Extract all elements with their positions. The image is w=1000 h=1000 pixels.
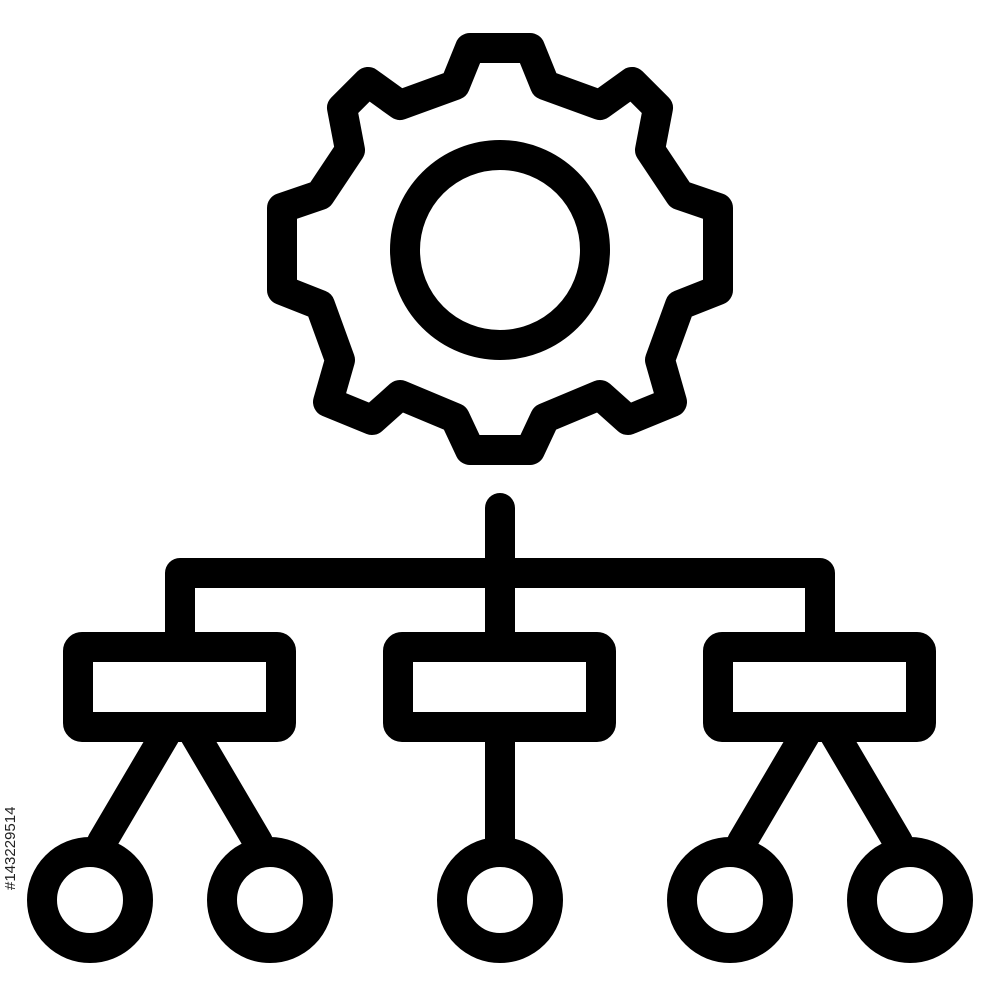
box-right (703, 632, 936, 742)
leaf-circle-5 (847, 837, 973, 963)
leaf-line-2 (180, 720, 273, 857)
node-boxes (63, 632, 936, 742)
gear-hub (390, 140, 610, 360)
leaf-nodes (27, 837, 973, 963)
leaf-connectors (87, 720, 913, 857)
box-left (63, 632, 296, 742)
stock-id-watermark: #143229514 (2, 806, 19, 890)
leaf-line-5 (820, 720, 913, 857)
leaf-circle-4 (667, 837, 793, 963)
leaf-line-1 (87, 720, 180, 857)
leaf-circle-3 (437, 837, 563, 963)
branch-bar (165, 558, 835, 660)
leaf-circle-2 (207, 837, 333, 963)
leaf-circle-1 (27, 837, 153, 963)
leaf-line-4 (727, 720, 820, 857)
gear-outline (267, 33, 733, 465)
gear-icon (267, 33, 733, 465)
org-connectors (165, 493, 835, 660)
box-center (383, 632, 616, 742)
